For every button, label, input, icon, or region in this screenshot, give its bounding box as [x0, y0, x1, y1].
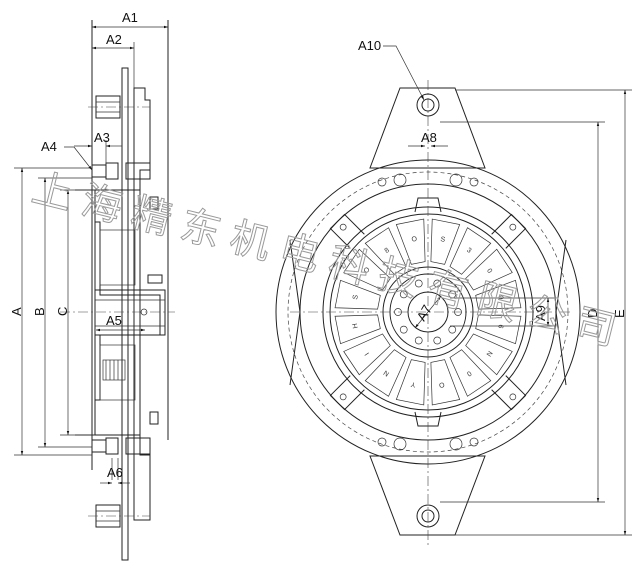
hub-bolt [433, 336, 442, 345]
mounting-arm [491, 213, 527, 249]
mounting-arm [329, 375, 365, 411]
friction-segment: O [343, 248, 391, 291]
segment-mark: H [352, 323, 360, 329]
friction-segment: 8 [364, 227, 407, 275]
friction-segment: Y [395, 359, 426, 406]
segment-mark: 8 [384, 247, 391, 255]
segment-mark: I [364, 351, 371, 357]
mounting-arm [491, 375, 527, 411]
segment-mark: N [383, 369, 391, 378]
hub-bolt [448, 325, 457, 334]
dim-a2: A2 [106, 32, 122, 47]
dim-e: E [612, 309, 627, 318]
friction-segment: 0 [449, 349, 492, 397]
friction-segment: N [364, 349, 407, 397]
segment-mark: 0 [485, 268, 493, 275]
friction-segment: S [334, 279, 381, 310]
dim-a8: A8 [421, 130, 437, 145]
friction-segment: 3 [449, 227, 492, 275]
dim-a1: A1 [122, 10, 138, 25]
friction-segment: S [430, 218, 461, 265]
mounting-arm [329, 213, 365, 249]
friction-segment: N [465, 333, 513, 376]
dim-a9: A9 [533, 305, 548, 321]
hub-bolt [399, 290, 408, 299]
hub-bolt [399, 325, 408, 334]
dim-a5: A5 [106, 313, 122, 328]
hub-bolt [414, 279, 423, 288]
dim-a4: A4 [41, 139, 57, 154]
dim-a: A [9, 307, 24, 316]
dim-d: D [585, 309, 600, 318]
friction-segment: 0 [465, 248, 513, 291]
side-view: A1 A2 A3 A4 A5 A6 A B C [9, 10, 175, 561]
dim-c: C [55, 307, 70, 316]
segment-mark: S [352, 294, 360, 300]
dim-a6: A6 [107, 465, 123, 480]
segment-mark: O [411, 236, 418, 244]
dim-b: B [32, 307, 47, 316]
segment-mark: O [438, 380, 445, 388]
segment-mark: Y [410, 380, 416, 388]
segment-mark: 0 [465, 369, 472, 377]
segment-mark: O [363, 266, 372, 275]
friction-segment: O [430, 359, 461, 406]
hub-bolt [433, 279, 442, 288]
friction-segment: O [395, 218, 426, 265]
dim-a10: A10 [358, 38, 381, 53]
segment-mark: N [485, 349, 494, 357]
segment-mark: S [440, 236, 446, 244]
dim-a7: A7 [414, 302, 435, 323]
hub-bolt [414, 336, 423, 345]
segment-mark: 3 [465, 247, 472, 255]
friction-segment: I [343, 333, 391, 376]
dim-a3: A3 [94, 130, 110, 145]
friction-segment: H [334, 314, 381, 345]
